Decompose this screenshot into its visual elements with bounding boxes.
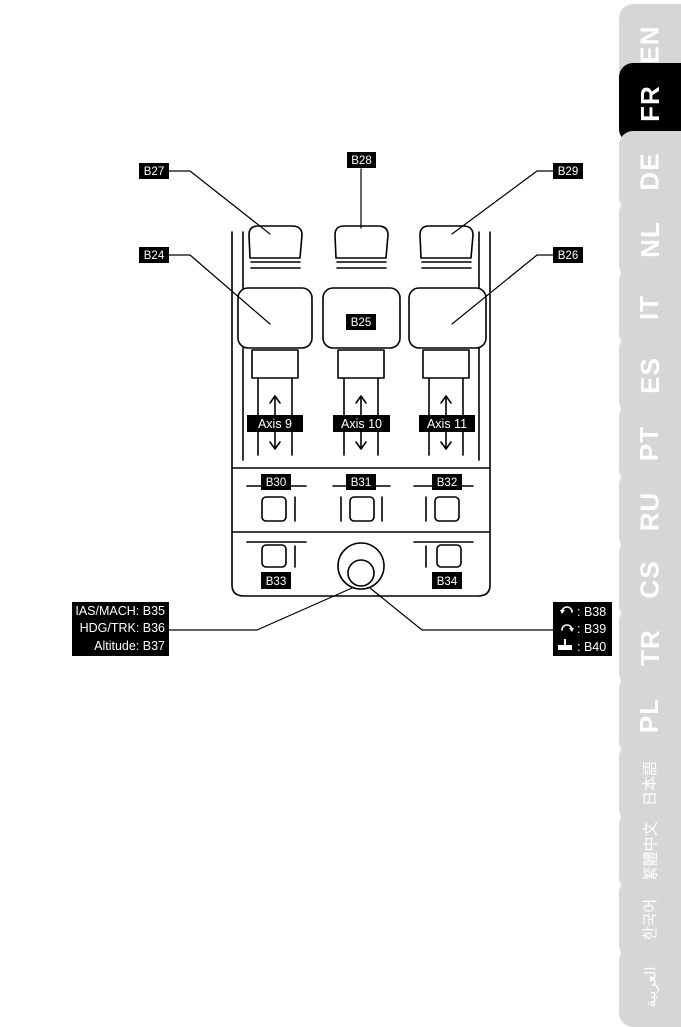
switch-b34[interactable] bbox=[414, 542, 473, 567]
label-b25: B25 bbox=[351, 317, 371, 329]
knob-right-line2: : B39 bbox=[577, 622, 606, 636]
knob-left-line1: IAS/MACH: B35 bbox=[75, 604, 165, 618]
lang-tab-label: 日本語 bbox=[639, 760, 660, 805]
label-axis10: Axis 10 bbox=[341, 417, 382, 431]
label-b27: B27 bbox=[144, 166, 164, 178]
knob-right-line3: : B40 bbox=[577, 640, 606, 654]
lang-tab-label: CS bbox=[635, 560, 666, 598]
lang-tab-label: EN bbox=[635, 25, 666, 63]
lang-tab-label: FR bbox=[634, 85, 665, 122]
label-b30: B30 bbox=[266, 477, 286, 489]
rotary-knob[interactable] bbox=[338, 543, 384, 589]
lang-tab-label: DE bbox=[635, 152, 666, 190]
switch-b33[interactable] bbox=[247, 542, 306, 567]
label-axis11: Axis 11 bbox=[427, 417, 467, 431]
lang-tab-label: PT bbox=[634, 425, 665, 460]
lang-tab-label: TR bbox=[634, 629, 665, 666]
label-axis9: Axis 9 bbox=[258, 417, 292, 431]
label-b24: B24 bbox=[144, 250, 165, 262]
knob-left-line3: Altitude: B37 bbox=[94, 639, 165, 653]
lang-tab-label: IT bbox=[634, 294, 665, 319]
lang-tab-label: 한국어 bbox=[640, 898, 661, 939]
lang-tab-label: PL bbox=[634, 697, 665, 732]
switch-b32[interactable] bbox=[414, 486, 473, 521]
switch-b31[interactable] bbox=[333, 486, 390, 521]
lang-tab-label: العربية bbox=[641, 967, 659, 1008]
lang-tab-label: 繁體中文 bbox=[639, 821, 660, 881]
label-b33: B33 bbox=[266, 576, 286, 588]
switch-b30[interactable] bbox=[247, 486, 306, 521]
label-b28: B28 bbox=[351, 155, 371, 167]
label-b26: B26 bbox=[558, 250, 578, 262]
knob-left-line2: HDG/TRK: B36 bbox=[80, 621, 165, 635]
label-b29: B29 bbox=[558, 166, 578, 178]
lang-tab-ar[interactable]: العربية bbox=[619, 947, 681, 1027]
lang-tab-label: ES bbox=[635, 357, 666, 394]
label-b31: B31 bbox=[351, 477, 371, 489]
label-b32: B32 bbox=[437, 477, 457, 489]
knob-right-line1: : B38 bbox=[577, 605, 606, 619]
label-b34: B34 bbox=[437, 576, 458, 588]
throttle-quadrant-diagram: B27 B28 B29 B24 B25 B26 Axis 9 Axis 10 A… bbox=[0, 0, 619, 1022]
lang-tab-label: NL bbox=[634, 221, 665, 258]
lang-tab-label: RU bbox=[635, 491, 666, 531]
